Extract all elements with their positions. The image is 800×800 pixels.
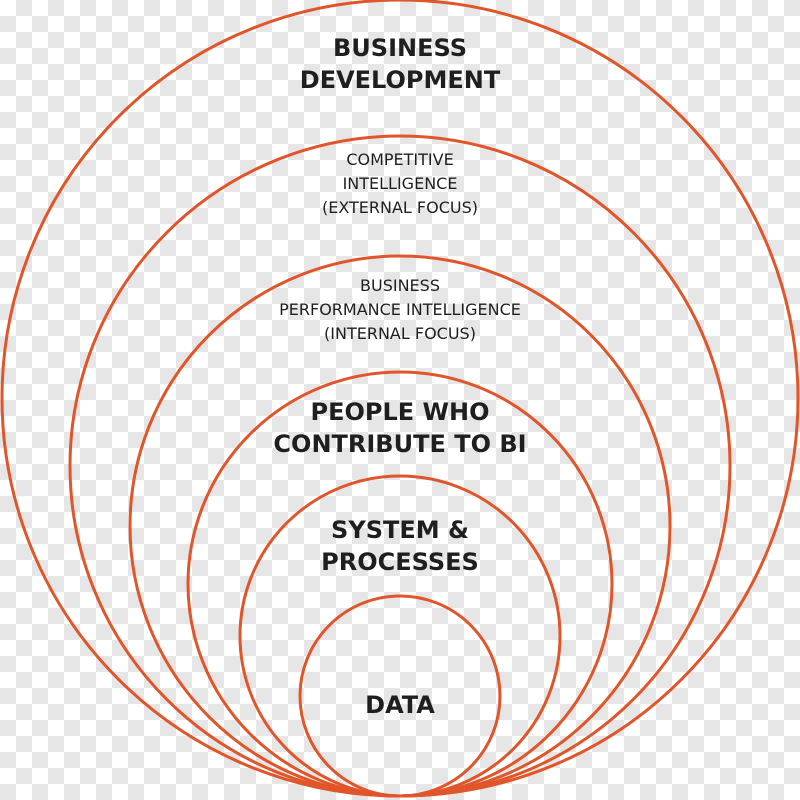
label-line: SYSTEM & [331,516,469,544]
label-line: CONTRIBUTE TO BI [273,430,527,458]
label-line: PEOPLE WHO [310,398,490,426]
label-data: DATA [0,689,800,721]
label-people: PEOPLE WHO CONTRIBUTE TO BI [0,396,800,460]
label-line: PERFORMANCE INTELLIGENCE [279,300,521,319]
label-line: INTELLIGENCE [342,174,458,193]
ring-data [298,594,502,798]
label-line: DEVELOPMENT [299,66,501,94]
label-line: COMPETITIVE [346,150,454,169]
label-line: (EXTERNAL FOCUS) [321,198,479,217]
label-performance-intelligence: BUSINESS PERFORMANCE INTELLIGENCE (INTER… [0,274,800,346]
label-line: PROCESSES [321,548,479,576]
label-line: BUSINESS [333,34,467,62]
label-line: (INTERNAL FOCUS) [324,324,476,343]
label-system-processes: SYSTEM & PROCESSES [0,514,800,578]
label-line: DATA [365,691,435,719]
label-business-development: BUSINESS DEVELOPMENT [0,32,800,96]
label-competitive-intelligence: COMPETITIVE INTELLIGENCE (EXTERNAL FOCUS… [0,148,800,220]
label-line: BUSINESS [360,276,440,295]
